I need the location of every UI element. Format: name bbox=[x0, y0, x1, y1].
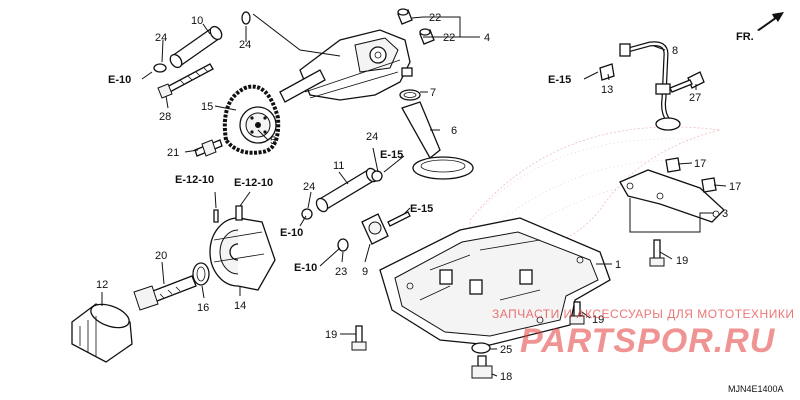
callout-24-d: 24 bbox=[303, 181, 315, 193]
callout-5: 5 bbox=[270, 135, 276, 147]
part-24-oring-b bbox=[241, 11, 251, 25]
reference-e15-a: E-15 bbox=[548, 74, 571, 86]
part-28-bolt bbox=[157, 63, 214, 99]
reference-e10-b: E-10 bbox=[280, 227, 303, 239]
callout-17-a: 17 bbox=[694, 158, 706, 170]
callout-labels: 10 24 24 22 22 4 28 15 7 5 6 21 24 11 24… bbox=[96, 12, 741, 383]
callout-20: 20 bbox=[155, 250, 167, 262]
callout-18: 18 bbox=[500, 371, 512, 383]
part-1-oil-pan bbox=[379, 217, 611, 346]
part-21-bolt bbox=[194, 139, 223, 157]
callout-10: 10 bbox=[191, 15, 203, 27]
callout-19-c: 19 bbox=[592, 314, 604, 326]
watermark-site-name: PARTSPOR.RU bbox=[520, 322, 776, 360]
part-24-oring-c bbox=[301, 208, 313, 220]
callout-22-a: 22 bbox=[429, 12, 441, 24]
callout-9: 9 bbox=[362, 266, 368, 278]
reference-labels: E-10 E-15 E-15 E-12-10 E-12-10 E-10 E-15… bbox=[108, 74, 571, 274]
callout-21: 21 bbox=[167, 147, 179, 159]
part-7-oring bbox=[399, 89, 421, 101]
part-17-grommet-b bbox=[701, 177, 717, 193]
part-24-oring-a bbox=[153, 63, 167, 73]
part-19-bolt-a bbox=[649, 239, 665, 267]
part-15-drive-chain bbox=[222, 84, 281, 155]
callout-23: 23 bbox=[335, 266, 347, 278]
part-10-pipe bbox=[169, 25, 223, 69]
part-13-washer bbox=[599, 63, 615, 81]
callout-24-a: 24 bbox=[155, 32, 167, 44]
callout-19-b: 19 bbox=[325, 329, 337, 341]
part-24-oring-d bbox=[371, 170, 383, 182]
callout-14: 14 bbox=[234, 300, 246, 312]
part-9-pressure-switch bbox=[361, 211, 411, 245]
part-19-bolt-c bbox=[569, 301, 585, 325]
callout-15: 15 bbox=[201, 101, 213, 113]
part-19-bolt-b bbox=[351, 325, 367, 351]
front-arrow-icon bbox=[757, 12, 784, 31]
part-20-center-bolt bbox=[133, 275, 197, 311]
callout-24-b: 24 bbox=[239, 39, 251, 51]
callout-11: 11 bbox=[333, 160, 344, 172]
callout-24-c: 24 bbox=[366, 131, 378, 143]
watermark-caption: ЗАПЧАСТИ И АКСЕССУАРЫ ДЛЯ МОТОТЕХНИКИ bbox=[492, 307, 794, 321]
part-5-sprocket bbox=[239, 106, 277, 144]
callout-6: 6 bbox=[451, 125, 457, 137]
callout-4: 4 bbox=[484, 32, 490, 44]
part-23-washer bbox=[337, 238, 349, 252]
callout-13: 13 bbox=[601, 84, 613, 96]
callout-28: 28 bbox=[159, 111, 171, 123]
part-16-oring bbox=[192, 262, 210, 286]
callout-25: 25 bbox=[500, 344, 512, 356]
part-3-oil-baffle bbox=[619, 169, 725, 223]
part-25-washer bbox=[471, 342, 491, 354]
part-14-oil-cooler bbox=[209, 205, 276, 291]
leader-lines bbox=[101, 13, 727, 377]
reference-e10-a: E-10 bbox=[108, 74, 131, 86]
part-12-oil-filter bbox=[71, 303, 133, 363]
front-direction-indicator: FR. bbox=[736, 12, 784, 43]
callout-8: 8 bbox=[672, 45, 678, 57]
callout-7: 7 bbox=[430, 87, 436, 99]
callout-27: 27 bbox=[689, 92, 701, 104]
part-27-bolt bbox=[669, 71, 705, 93]
reference-e1210-b: E-12-10 bbox=[234, 177, 273, 189]
part-4-oil-pump bbox=[279, 29, 413, 103]
reference-e15-b: E-15 bbox=[380, 149, 403, 161]
part-8-oil-pipe bbox=[619, 41, 681, 131]
callout-17-b: 17 bbox=[729, 181, 741, 193]
callout-16: 16 bbox=[197, 302, 209, 314]
reference-e10-c: E-10 bbox=[294, 262, 317, 274]
watermark-wing-logo bbox=[469, 126, 721, 256]
callout-1: 1 bbox=[615, 259, 621, 271]
part-22-dowel-a bbox=[397, 8, 413, 25]
callout-22-b: 22 bbox=[443, 32, 455, 44]
diagram-code: MJN4E1400A bbox=[728, 384, 784, 394]
part-11-pipe bbox=[315, 167, 379, 213]
reference-e1210-a: E-12-10 bbox=[175, 174, 214, 186]
part-17-grommet-a bbox=[665, 157, 681, 173]
reference-e15-c: E-15 bbox=[410, 203, 433, 215]
callout-12: 12 bbox=[96, 279, 108, 291]
part-6-oil-strainer bbox=[401, 101, 474, 180]
front-direction-label: FR. bbox=[736, 31, 754, 43]
callout-3: 3 bbox=[722, 208, 728, 220]
part-18-drain-bolt bbox=[471, 355, 493, 379]
callout-19-a: 19 bbox=[676, 255, 688, 267]
